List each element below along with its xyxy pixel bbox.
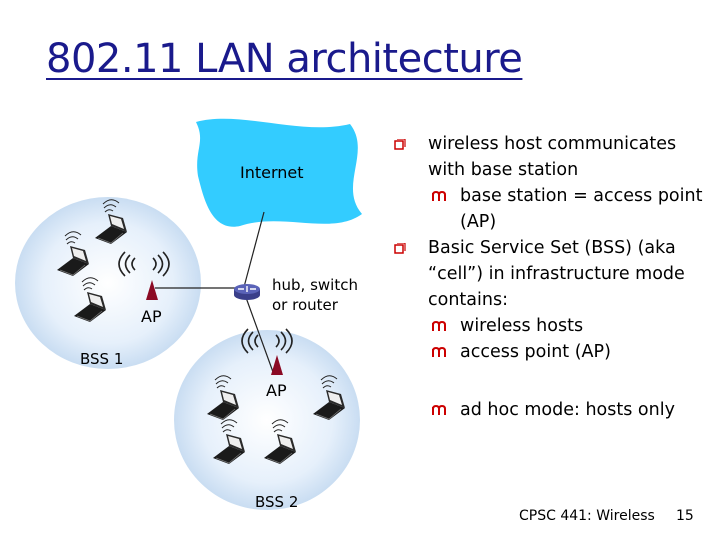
bullet-text: wireless host communicates with base sta… bbox=[428, 134, 677, 180]
bullet-item: wireless host communicates with base sta… bbox=[388, 131, 714, 183]
router-label-line1: hub, switch bbox=[272, 276, 358, 294]
sub-bullet-item: base station = access point (AP) bbox=[388, 183, 714, 235]
link-router-ap2 bbox=[243, 291, 274, 373]
slide-title: 802.11 LAN architecture bbox=[46, 36, 523, 82]
bss1-cell bbox=[15, 197, 201, 369]
bss1-label: BSS 1 bbox=[80, 350, 124, 368]
router-icon bbox=[234, 284, 260, 300]
bss2-cell bbox=[174, 330, 360, 510]
access-point-1-icon bbox=[118, 251, 170, 300]
bullet-list: wireless host communicates with base sta… bbox=[388, 131, 714, 423]
sub-bullet-item: access point (AP) bbox=[388, 339, 714, 365]
link-internet-router bbox=[243, 211, 265, 288]
bullet-text: Basic Service Set (BSS) (aka “cell”) in … bbox=[428, 238, 685, 310]
sub-bullet-text: ad hoc mode: hosts only bbox=[460, 400, 675, 420]
router-label-line2: or router bbox=[272, 296, 338, 314]
page-number: 15 bbox=[676, 508, 694, 524]
access-point-2-icon bbox=[241, 328, 293, 375]
m-bullet-icon bbox=[432, 347, 446, 357]
m-bullet-icon bbox=[432, 191, 446, 201]
sub-bullet-text: wireless hosts bbox=[460, 316, 584, 336]
internet-cloud bbox=[196, 118, 362, 227]
sub-bullet-text: access point (AP) bbox=[460, 342, 611, 362]
bss2-label: BSS 2 bbox=[255, 493, 299, 511]
bullet-item: Basic Service Set (BSS) (aka “cell”) in … bbox=[388, 235, 714, 313]
m-bullet-icon bbox=[432, 321, 446, 331]
sub-bullet-text: base station = access point (AP) bbox=[460, 186, 703, 232]
m-bullet-icon bbox=[432, 405, 446, 415]
checkbox-bullet-icon bbox=[394, 139, 406, 150]
checkbox-bullet-icon bbox=[394, 243, 406, 254]
sub-bullet-item: wireless hosts bbox=[388, 313, 714, 339]
ap2-label: AP bbox=[266, 381, 287, 400]
footer-course: CPSC 441: Wireless bbox=[519, 508, 655, 524]
sub-bullet-item: ad hoc mode: hosts only bbox=[388, 397, 714, 423]
ap1-label: AP bbox=[141, 307, 162, 326]
internet-label: Internet bbox=[240, 163, 304, 182]
